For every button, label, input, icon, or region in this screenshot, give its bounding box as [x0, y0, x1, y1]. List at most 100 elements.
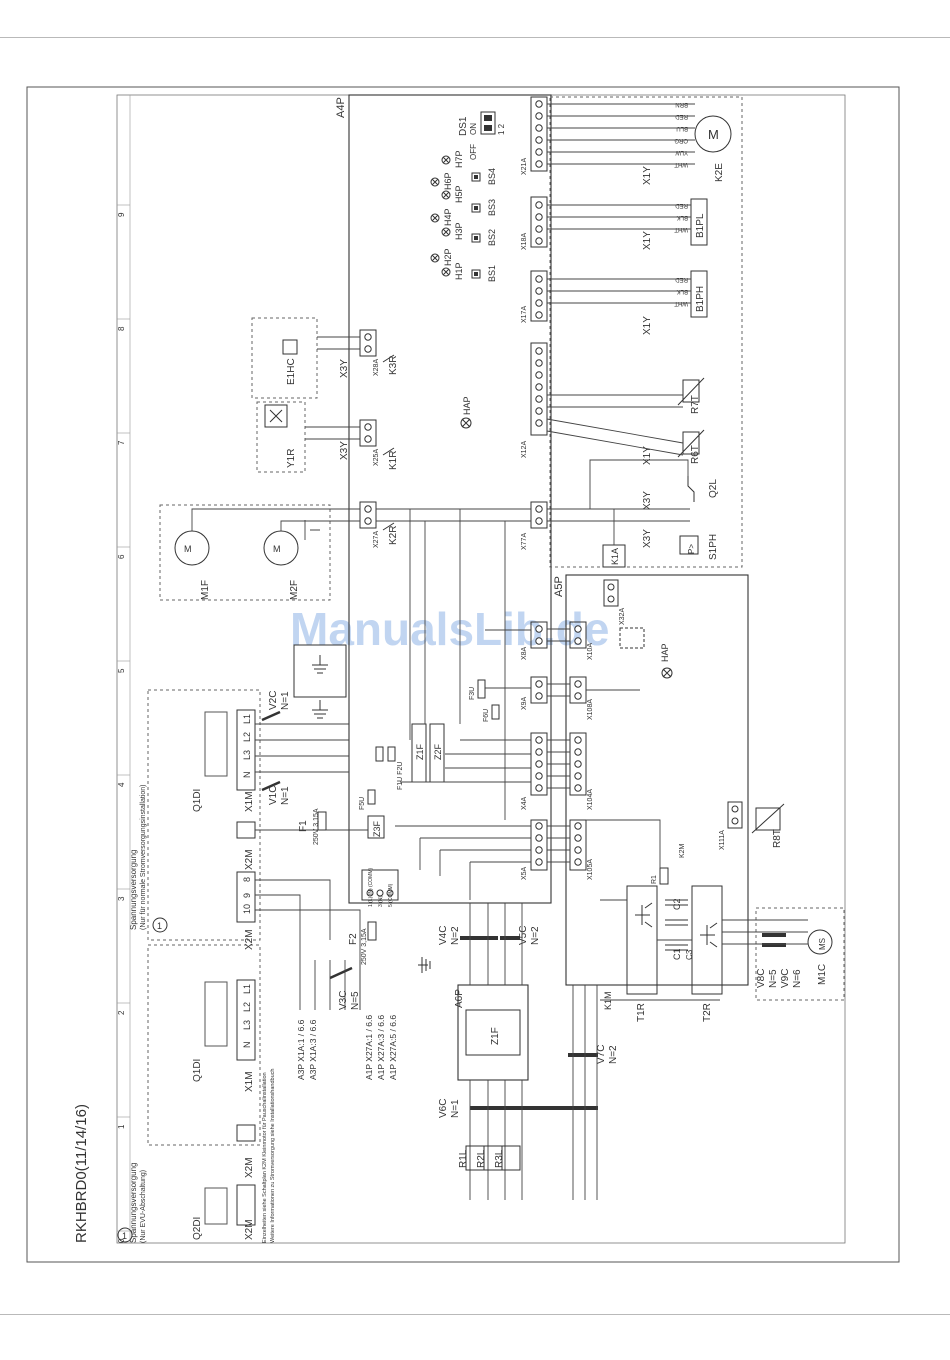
- transistor-t1r: T1R: [626, 885, 658, 1022]
- indicator-label: H1P: [454, 262, 464, 280]
- svg-text:Z3F: Z3F: [372, 820, 382, 837]
- dip-switch-ds1[interactable]: DS1 ON OFF 1 2: [458, 111, 506, 160]
- capacitor-c1: C1: [672, 948, 682, 960]
- svg-text:X108A: X108A: [587, 699, 594, 720]
- svg-text:E1HC: E1HC: [286, 358, 297, 385]
- svg-text:P>: P>: [687, 544, 696, 554]
- svg-text:Q2DI: Q2DI: [192, 1217, 203, 1240]
- indicator-h4p: H4P: [430, 208, 453, 226]
- relay-k1a: K1A: [602, 544, 626, 568]
- field-devices-frame: [549, 96, 743, 568]
- thermistor-r8t: R8T: [751, 803, 785, 848]
- connector-x1y-d: X1Y: [642, 446, 653, 465]
- svg-text:M: M: [184, 544, 192, 554]
- svg-text:R8T: R8T: [772, 829, 783, 848]
- grid-column-label: 6: [117, 554, 126, 559]
- grid-column-label: 5: [117, 668, 126, 673]
- filter-z2f: Z2F: [429, 723, 445, 783]
- ground-box: [293, 644, 347, 698]
- svg-text:R6T: R6T: [690, 445, 701, 464]
- note-1: Einzelheiten siehe Schaltplan K2M Kleinm…: [262, 1072, 268, 1243]
- svg-text:V6C: V6C: [438, 1099, 449, 1118]
- svg-text:M1C: M1C: [817, 964, 828, 985]
- svg-text:V1C: V1C: [268, 786, 279, 805]
- svg-text:F3U: F3U: [469, 687, 476, 700]
- comm-terminal: 1 (L) (N) (COMM) 3 (N) 5 (COMM): [361, 868, 399, 907]
- ferrite-v3c: V3C N=5: [329, 966, 361, 1010]
- ferrite-v9c: V9C N=6: [762, 943, 803, 988]
- svg-text:X12A: X12A: [521, 441, 528, 458]
- reactor-r3l: R3L: [494, 1145, 521, 1171]
- note-2: Weitere Informationen zu Stromversorgung…: [270, 1069, 276, 1243]
- grid-column-label: 7: [117, 440, 126, 445]
- connector-x3y-d: X3Y: [339, 359, 350, 378]
- svg-text:M: M: [708, 127, 719, 142]
- connector-x9a: X9A: [521, 676, 548, 710]
- relay-k1r: K1R: [388, 451, 399, 470]
- svg-text:X77A: X77A: [521, 533, 528, 550]
- connector-x108a: X108A: [569, 676, 594, 720]
- svg-text:B1PL: B1PL: [695, 213, 706, 238]
- terminal-label: N: [242, 772, 252, 779]
- drawing-frame: [116, 94, 846, 1244]
- terminal-label: 9: [242, 893, 252, 898]
- cross-reference: A1P X27A:5 / 6.6: [388, 1015, 398, 1080]
- a4p-wiring: [376, 508, 531, 900]
- button-bs4[interactable]: BS4: [471, 168, 497, 185]
- svg-text:X25A: X25A: [373, 449, 380, 466]
- svg-text:Z1F: Z1F: [490, 1027, 501, 1045]
- svg-text:Z1F: Z1F: [415, 743, 425, 760]
- svg-text:N=6: N=6: [792, 969, 803, 988]
- supply-normal-caption: Spannungsversorgung: [129, 849, 138, 930]
- svg-text:X111A: X111A: [719, 830, 726, 850]
- motor-k2e: M K2E: [694, 115, 732, 182]
- svg-text:X8A: X8A: [521, 646, 528, 660]
- svg-text:X28A: X28A: [373, 359, 380, 376]
- hap-led: HAP: [460, 396, 472, 429]
- svg-text:V7C: V7C: [596, 1045, 607, 1064]
- indicator-label: H7P: [454, 150, 464, 168]
- svg-text:N=2: N=2: [608, 1045, 619, 1064]
- button-label: BS4: [487, 168, 497, 185]
- button-bs2[interactable]: BS2: [471, 229, 497, 246]
- push-buttons[interactable]: BS1 BS2 BS3 BS4: [471, 168, 497, 282]
- connector-x77a: X77A: [521, 501, 548, 550]
- ferrite-v6c: V6C N=1: [438, 1099, 598, 1118]
- connector-x21a: X21A: [521, 96, 548, 175]
- top-rule: [0, 37, 950, 38]
- svg-text:250V 3,15A: 250V 3,15A: [361, 928, 368, 965]
- capacitor-c2: C2: [672, 898, 682, 910]
- indicator-h3p: H3P: [441, 222, 464, 240]
- indicator-label: H5P: [454, 185, 464, 203]
- svg-text:X2M: X2M: [244, 849, 255, 870]
- svg-text:K1A: K1A: [610, 548, 620, 565]
- relay-k1m: K1M: [603, 991, 613, 1010]
- svg-text:V9C: V9C: [780, 969, 791, 988]
- svg-text:X10A: X10A: [587, 643, 594, 660]
- svg-text:V5C: V5C: [518, 926, 529, 945]
- svg-text:T2R: T2R: [702, 1003, 713, 1022]
- hap-led-a5p: HAP: [660, 643, 673, 679]
- svg-text:X2M: X2M: [244, 1157, 255, 1178]
- terminal-label: L2: [242, 732, 252, 742]
- fuse-f1: F1 250V 3,15A: [298, 808, 327, 845]
- filter-z1f: Z1F: [411, 723, 427, 783]
- button-bs3[interactable]: BS3: [471, 199, 497, 216]
- indicator-h5p: H5P: [441, 185, 464, 203]
- capacitors: [665, 899, 688, 951]
- svg-text:M2F: M2F: [289, 580, 300, 600]
- svg-text:N=2: N=2: [530, 926, 541, 945]
- supply-evu-subcaption: (Nur EVU-Abschaltung): [140, 1170, 147, 1243]
- right-wiring: [546, 103, 695, 545]
- grid-column-label: 3: [117, 896, 126, 901]
- sensor-b1ph: B1PH: [690, 270, 708, 318]
- svg-text:M1F: M1F: [200, 580, 211, 600]
- cross-reference: A3P X1A:1 / 6.6: [296, 1019, 306, 1080]
- connector-x18a: X18A: [521, 196, 548, 250]
- button-bs1[interactable]: BS1: [471, 265, 497, 282]
- svg-text:N=5: N=5: [350, 991, 361, 1010]
- svg-text:F5U: F5U: [359, 797, 366, 810]
- page-frame: [26, 86, 900, 1263]
